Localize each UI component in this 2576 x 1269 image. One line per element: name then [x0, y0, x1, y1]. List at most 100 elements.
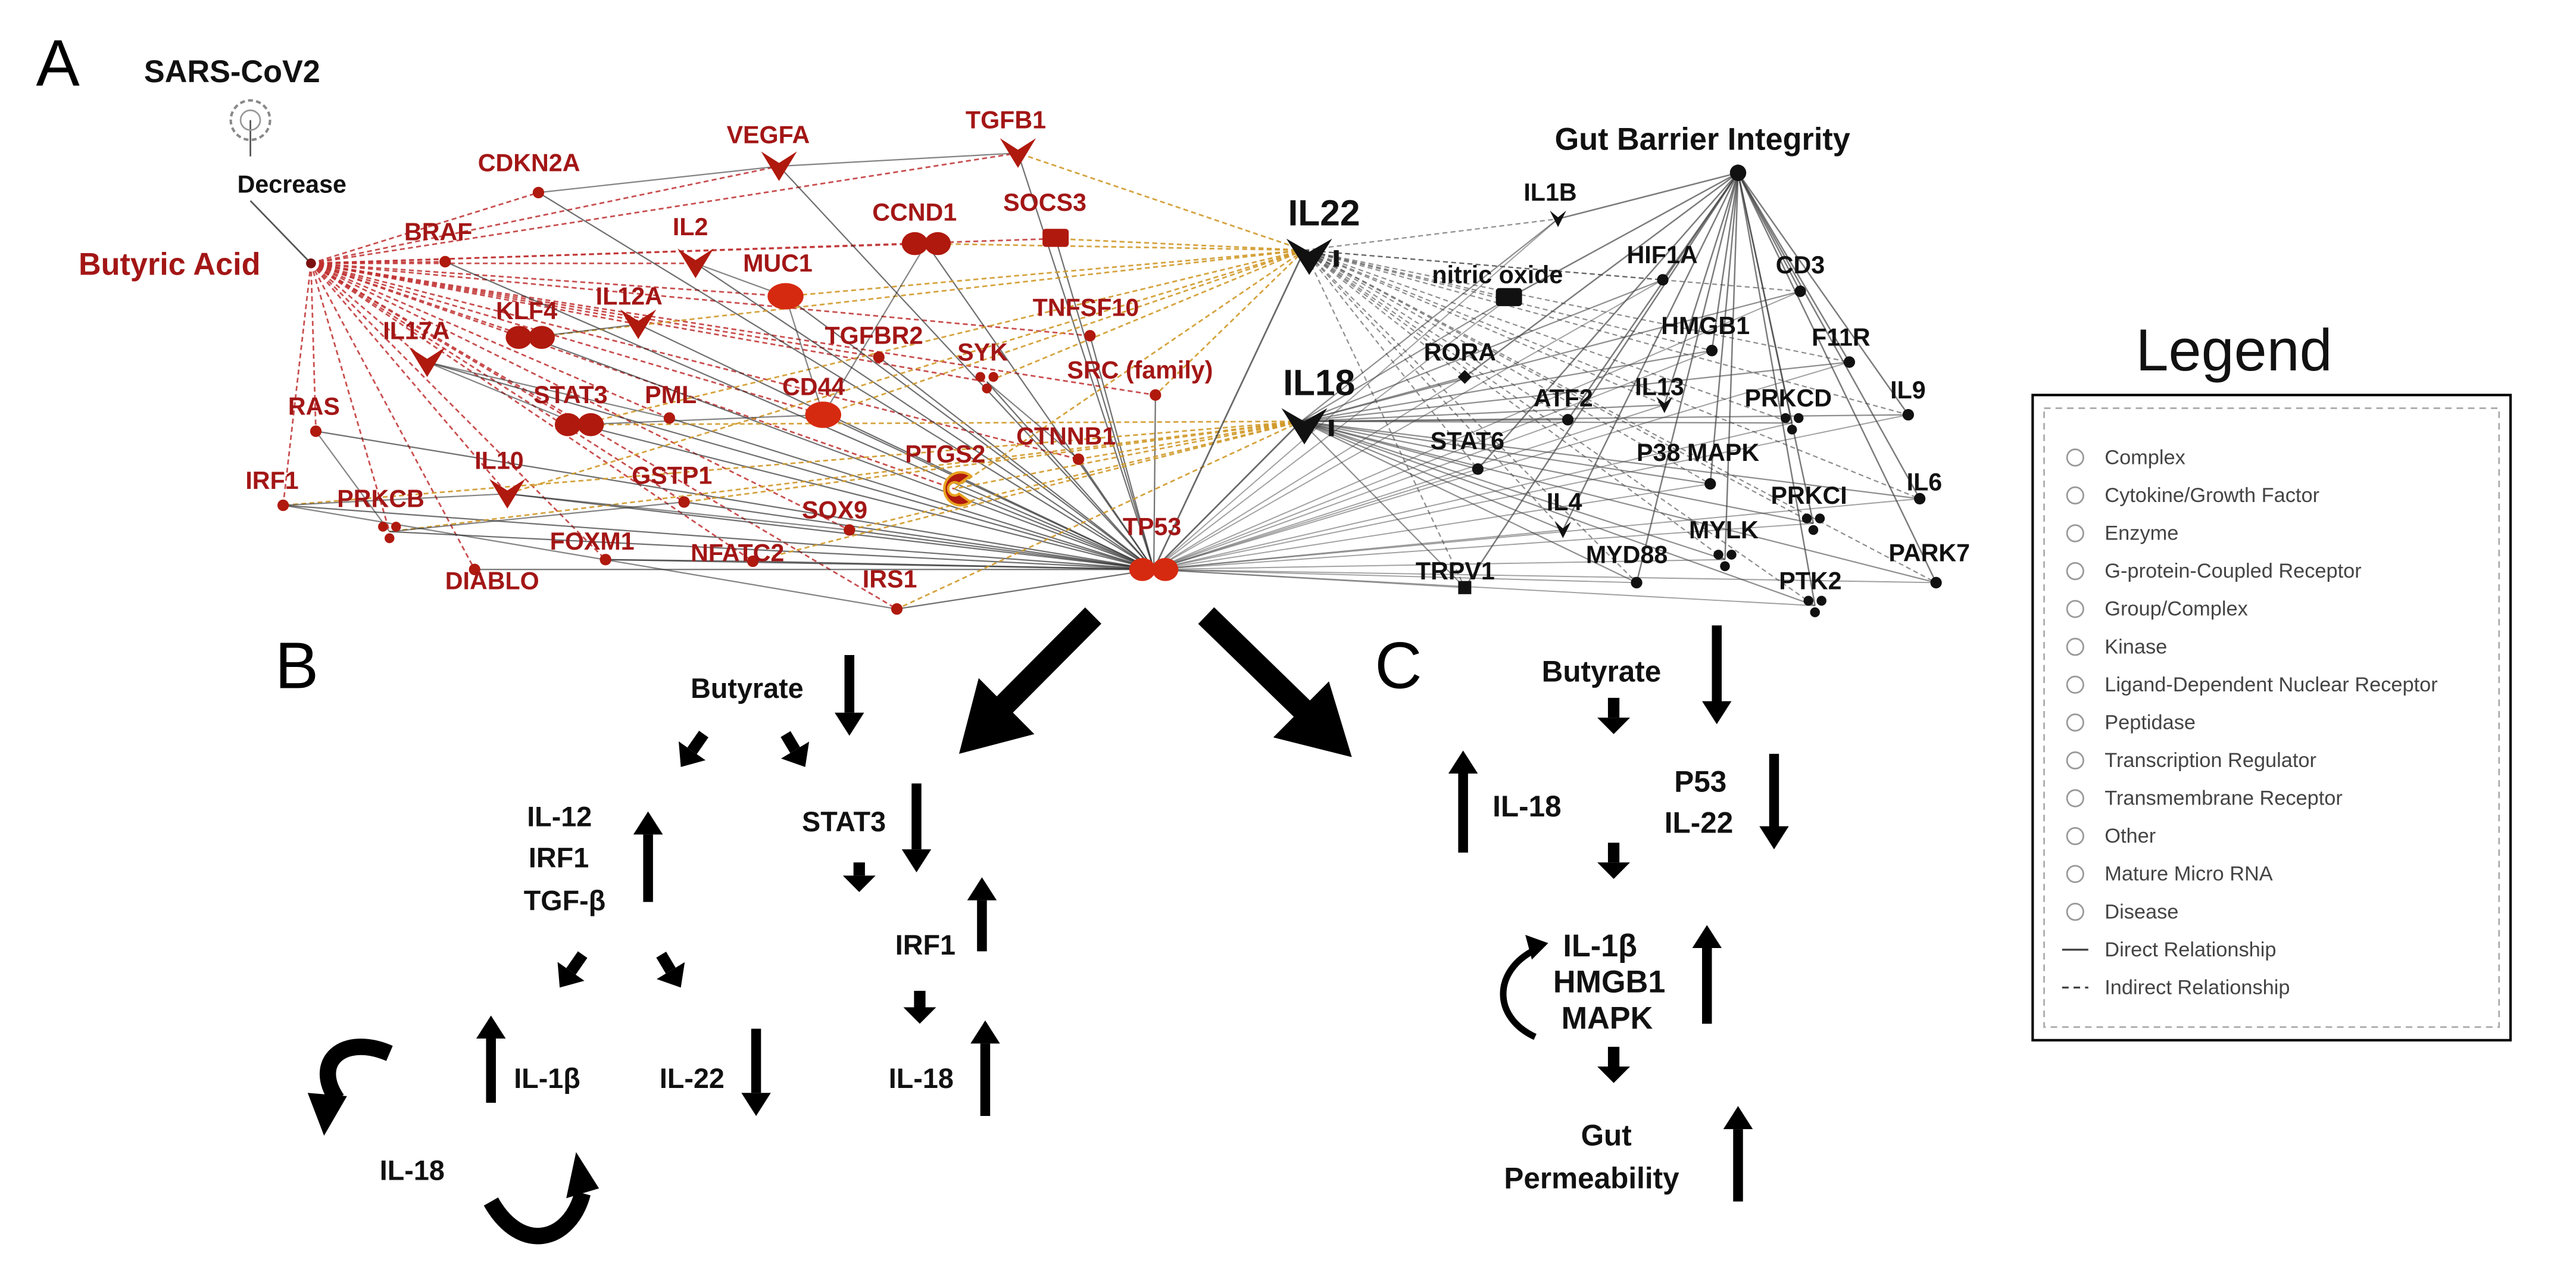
node-atf2-label: ATF2 — [1534, 385, 1593, 412]
decrease-label: Decrease — [238, 170, 346, 198]
gut-barrier-shape — [1729, 164, 1747, 182]
network-edge — [1153, 420, 1302, 570]
node-il6-label: IL6 — [1907, 469, 1943, 496]
network-edge — [1737, 172, 1816, 606]
node-cd3-label: CD3 — [1776, 251, 1825, 279]
node-diablo: DIABLO — [445, 563, 539, 595]
butyric-acid-shape — [306, 258, 316, 269]
down-arrow-butyrate-b — [835, 655, 864, 736]
node-cdkn2a: CDKN2A — [478, 149, 580, 199]
legend-label: G-protein-Coupled Receptor — [2104, 560, 2361, 582]
node-pml-label: PML — [645, 381, 697, 409]
network-edge — [778, 166, 1154, 570]
loop-arrowhead-bottom — [566, 1152, 599, 1199]
node-vegfa: VEGFA — [727, 121, 810, 182]
legend-label: Transcription Regulator — [2104, 749, 2316, 772]
legend-label: Cytokine/Growth Factor — [2104, 484, 2319, 507]
legend-label: Indirect Relationship — [2104, 976, 2290, 999]
legend-item-complex: Complex — [2066, 446, 2185, 469]
up-arrow-il1b-b — [476, 1015, 506, 1103]
node-il9: IL9 — [1890, 376, 1926, 421]
network-edge — [1737, 172, 1921, 500]
network-edge — [1154, 569, 1637, 584]
network-edge — [311, 165, 779, 264]
network-edge — [1304, 250, 1712, 351]
network-edge — [1304, 250, 1711, 485]
node-sox9: SOX9 — [802, 497, 867, 536]
flow-arrow-b1 — [679, 731, 708, 767]
node-tp53-label: TP53 — [1123, 513, 1182, 540]
down-arrow-il22-b — [741, 1028, 771, 1116]
network-edge — [1153, 218, 1559, 570]
network-edge — [1304, 250, 1816, 607]
network-edge — [1711, 173, 1739, 351]
network-edge — [896, 420, 1302, 610]
node-il13-label: IL13 — [1635, 373, 1684, 400]
network-edge — [1078, 459, 1154, 570]
legend-item-group-complex: Group/Complex — [2066, 598, 2248, 621]
node-hif1a: HIF1A — [1627, 241, 1698, 286]
flow-arrow-b6 — [903, 990, 936, 1024]
panel-letter-a: A — [36, 26, 80, 99]
node-muc1: MUC1 — [743, 250, 813, 310]
node-ras: RAS — [288, 392, 340, 437]
network-edge — [1153, 279, 1663, 570]
network-edge — [954, 420, 1301, 490]
network-edge — [311, 238, 1056, 264]
node-hmgb1: HMGB1 — [1661, 312, 1750, 357]
network-edge — [926, 242, 1305, 251]
node-il17a-label: IL17A — [383, 317, 449, 344]
node-prkcb: PRKCB — [337, 485, 424, 544]
panel-b-irf1-right: IRF1 — [895, 930, 956, 961]
node-prkcd: PRKCD — [1744, 385, 1832, 435]
network-edge — [427, 361, 1154, 570]
node-cd44-label: CD44 — [782, 373, 845, 400]
node-ras-label: RAS — [288, 392, 340, 420]
node-il17a: IL17A — [383, 317, 450, 377]
flow-arrows — [476, 625, 1789, 1202]
network-edge — [785, 296, 824, 415]
node-park7-label: PARK7 — [1888, 539, 1970, 566]
network-edge — [752, 420, 1301, 562]
node-il22: IL22 — [1286, 193, 1360, 275]
node-gstp1-label: GSTP1 — [632, 462, 712, 489]
node-irs1: IRS1 — [863, 566, 917, 615]
network-edge — [1304, 250, 1726, 560]
node-il22-shape — [1286, 238, 1332, 275]
network-edge — [310, 263, 391, 532]
node-cdkn2a-shape — [532, 186, 545, 199]
network-edge — [1153, 250, 1306, 570]
node-prkci: PRKCI — [1771, 482, 1847, 535]
node-il12a-shape — [620, 309, 657, 339]
node-ptgs2: PTGS2 — [905, 441, 985, 507]
node-atf2: ATF2 — [1534, 385, 1593, 426]
node-il4: IL4 — [1547, 488, 1582, 538]
node-park7-shape — [1930, 576, 1942, 589]
node-mylk: MYLK — [1689, 516, 1759, 572]
loop-arrowhead-c — [1525, 934, 1548, 960]
node-gstp1-shape — [678, 496, 690, 508]
disease-icon — [229, 99, 271, 142]
network-edge — [283, 493, 508, 506]
network-edge — [785, 249, 1305, 297]
network-edge — [785, 295, 1154, 570]
network-edge — [310, 192, 539, 264]
down-arrow-p53-il22 — [1759, 753, 1789, 850]
network-edge — [1153, 422, 1793, 570]
network-edge — [311, 262, 639, 325]
network-edge — [310, 262, 850, 531]
network-edge — [1301, 376, 1465, 422]
butyric-acid-label: Butyric Acid — [79, 247, 261, 282]
flow-arrow-b4 — [557, 951, 588, 988]
node-irs1-label: IRS1 — [863, 566, 917, 593]
network-edge — [1304, 250, 1801, 292]
legend-label: Transmembrane Receptor — [2104, 787, 2343, 809]
node-src-family-shape — [1150, 389, 1161, 401]
network-edge — [310, 263, 428, 363]
network-edge — [310, 262, 531, 338]
network-edge — [538, 192, 1154, 570]
network-edge — [986, 381, 1154, 570]
network-edge — [986, 381, 1079, 460]
node-rora-label: RORA — [1424, 338, 1496, 366]
legend-item-disease: Disease — [2066, 900, 2178, 923]
